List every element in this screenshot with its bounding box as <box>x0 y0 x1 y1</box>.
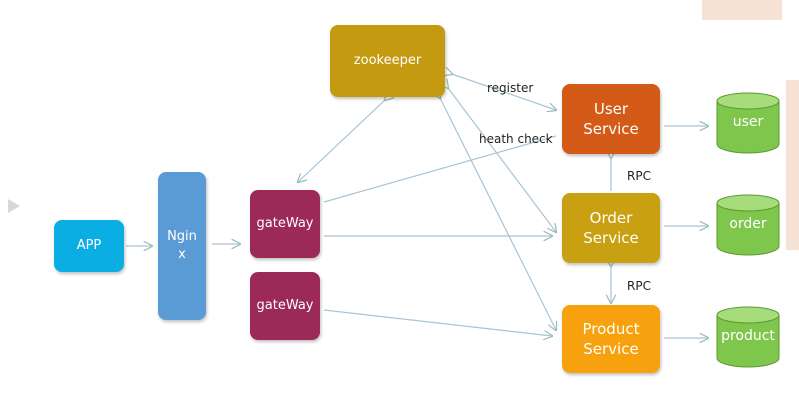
edge-zookeeper-product <box>440 98 556 330</box>
edge-gateway-user <box>323 135 557 203</box>
order-service-node: Order Service <box>562 193 660 263</box>
rpc-label: RPC <box>627 279 651 293</box>
user-database: user <box>716 92 780 154</box>
user-db-label: user <box>732 114 764 130</box>
database-icon <box>716 92 780 154</box>
order-service-label: Order Service <box>583 208 639 247</box>
gateway-label: gateWay <box>256 298 314 314</box>
edge-zookeeper-order <box>448 88 556 232</box>
user-service-label: User Service <box>583 99 639 138</box>
product-database: product <box>716 306 780 368</box>
order-database: order <box>716 194 780 256</box>
edge-gateway2-product <box>323 309 552 336</box>
rpc-label: RPC <box>627 169 651 183</box>
order-db-label: order <box>729 216 767 232</box>
database-icon <box>716 306 780 368</box>
database-icon <box>716 194 780 256</box>
nginx-node: Ngin x <box>158 172 206 320</box>
nginx-label: Ngin x <box>167 229 197 262</box>
product-db-label: product <box>721 328 775 344</box>
product-service-label: Product Service <box>582 319 640 358</box>
product-service-node: Product Service <box>562 305 660 373</box>
edge-zookeeper-gateway <box>298 100 385 182</box>
background-artifact <box>702 0 782 20</box>
user-service-node: User Service <box>562 84 660 154</box>
gateway-node-2: gateWay <box>250 272 320 340</box>
app-label: APP <box>76 238 102 254</box>
gateway-node-1: gateWay <box>250 190 320 258</box>
register-label: register <box>487 81 534 95</box>
gateway-label: gateWay <box>256 216 314 232</box>
zookeeper-node: zookeeper <box>330 25 445 97</box>
zookeeper-label: zookeeper <box>353 53 422 69</box>
app-node: APP <box>54 220 124 272</box>
background-artifact <box>786 80 799 250</box>
play-icon[interactable] <box>8 199 20 213</box>
health-check-label: heath check <box>479 132 553 146</box>
